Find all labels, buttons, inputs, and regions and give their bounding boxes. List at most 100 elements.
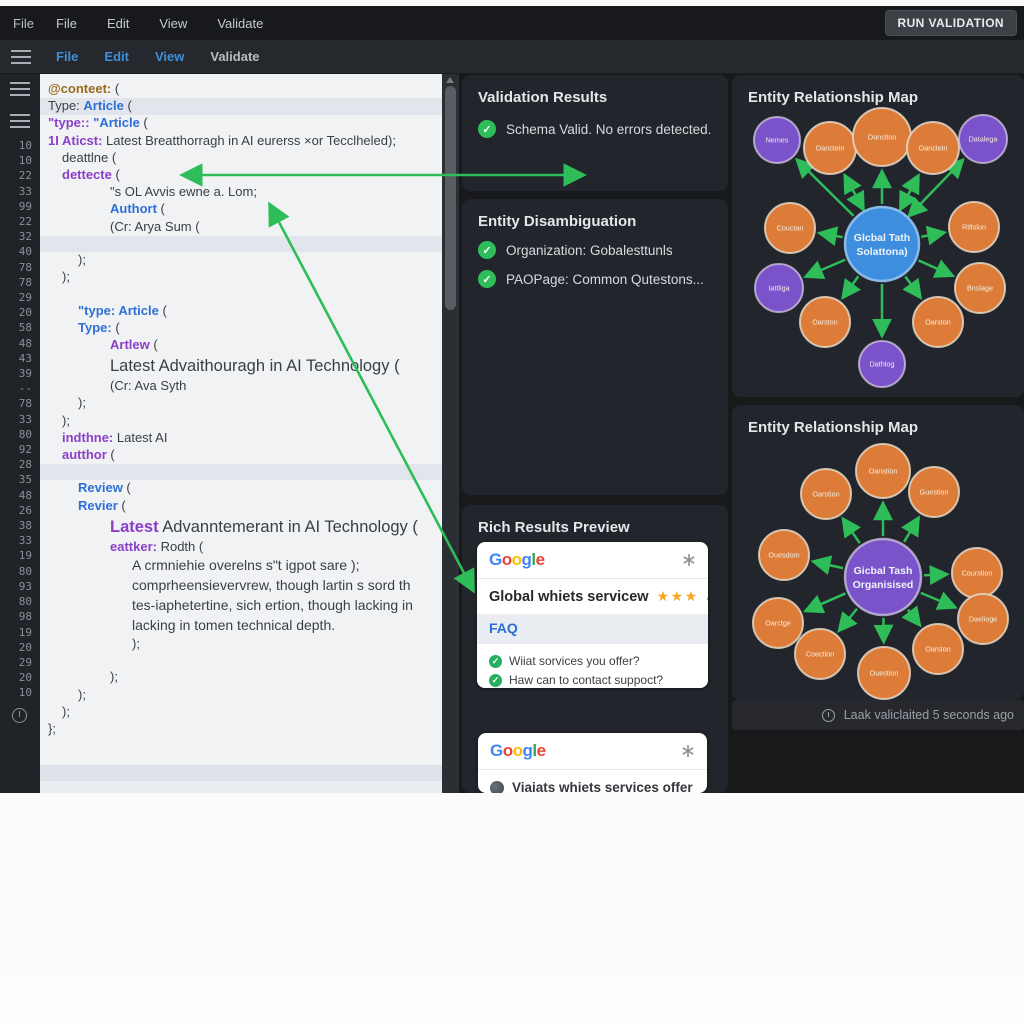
panel-title: Validation Results [478,89,608,106]
faq-item[interactable]: ✓Wiiat sorvices you offer? [489,654,696,668]
hamburger-menu-icon[interactable] [11,50,31,64]
map-node[interactable] [958,114,1008,164]
map-edge [923,565,950,585]
code-token: indthne: [62,429,114,445]
code-line[interactable]: deattlne ( [40,150,442,167]
code-line[interactable]: }; [40,721,442,738]
hamburger-menu-icon[interactable] [10,82,30,96]
code-line[interactable]: Type: ( [40,320,442,337]
map-node[interactable] [794,628,846,680]
menu-item-edit[interactable]: Edit [106,15,130,31]
map-node[interactable] [957,593,1009,645]
window-file-menu[interactable]: File [13,15,34,31]
map-node[interactable] [857,646,911,700]
code-editor[interactable]: @conteet: (Type: Article ("type:: "Artic… [40,74,442,793]
code-line[interactable]: Latest Advaithouragh in AI Technology ( [40,354,442,378]
asterisk-icon[interactable] [681,744,695,758]
map-node[interactable] [754,263,804,313]
menu-item-view[interactable]: View [159,15,188,31]
code-line[interactable]: dettecte ( [40,167,442,184]
map-node[interactable] [912,623,964,675]
code-line[interactable]: A crmniehie overelns s"t igpot sare ); [40,556,442,576]
code-line[interactable] [40,286,442,302]
line-number: 10 [18,686,32,700]
map-node[interactable] [906,121,960,175]
code-line[interactable]: ); [40,395,442,412]
code-line[interactable]: comprheensievervrew, though lartin s sor… [40,576,442,596]
code-line[interactable]: ); [40,687,442,704]
code-line[interactable]: Review ( [40,480,442,497]
asterisk-icon[interactable] [682,553,696,567]
map-center-node[interactable] [843,537,923,617]
code-line[interactable]: "type:: "Article ( [40,115,442,132]
menu-item-edit[interactable]: Edit [104,49,129,64]
code-line[interactable]: (Cr: Ava Syth [40,378,442,395]
menu-item-file[interactable]: File [56,49,79,64]
faq-item[interactable]: ✓Haw can to contact suppoct? [489,673,696,687]
scroll-up-icon[interactable] [446,77,454,83]
code-line[interactable] [40,653,442,669]
code-line[interactable]: ); [40,704,442,721]
rich-results-panel: Rich Results Preview Google Global whiet… [462,505,728,793]
map-node[interactable] [858,340,906,388]
code-line[interactable]: Type: Article ( [40,98,442,116]
code-line[interactable] [40,235,442,253]
code-line[interactable]: Latest Advanntemerant in AI Technology ( [40,515,442,539]
map-node[interactable] [912,296,964,348]
map-node[interactable] [954,262,1006,314]
menu-item-file[interactable]: File [56,15,77,31]
menu-item-validate[interactable]: Validate [217,15,264,31]
disambiguation-items: ✓Organization: Gobalesttunls✓PAOPage: Co… [462,241,728,288]
editor-scrollbar[interactable] [442,74,459,793]
hamburger-menu-icon[interactable] [10,114,30,128]
validation-item: ✓Schema Valid. No errors detected. [462,120,728,138]
map-node-label: Nemes [766,136,789,145]
map-node[interactable] [764,202,816,254]
menu-item-validate[interactable]: Validate [210,49,260,64]
disambiguation-item: ✓PAOPage: Common Qutestons... [462,270,728,288]
map-node[interactable] [908,466,960,518]
code-line[interactable]: ); [40,269,442,286]
code-line[interactable]: indthne: Latest AI [40,430,442,447]
map-node[interactable] [753,116,801,164]
map-node[interactable] [758,529,810,581]
code-line[interactable]: (Cr: Arya Sum ( [40,219,442,236]
code-line[interactable] [40,464,442,481]
code-line[interactable]: ); [40,413,442,430]
menu-item-view[interactable]: View [154,49,185,64]
code-line[interactable]: lacking in tomen technical depth. [40,616,442,636]
map-node[interactable] [948,201,1000,253]
scrollbar-thumb[interactable] [445,86,456,310]
map-node[interactable] [800,468,852,520]
code-line[interactable]: @conteet: ( [40,81,442,98]
map-node[interactable] [799,296,851,348]
check-icon: ✓ [478,241,496,259]
code-line[interactable]: eattker: Rodth ( [40,539,442,556]
code-line[interactable]: ); [40,636,442,653]
code-line[interactable]: Authort ( [40,201,442,218]
panel-title: Entity Relationship Map [748,419,919,436]
google-preview-card: Google Global whiets servicew ★★★ 4,5 [477,542,708,688]
map-edge [810,555,844,576]
run-validation-button[interactable]: RUN VALIDATION [884,10,1017,36]
code-line[interactable]: "s OL Avvis ewne a. Lom; [40,184,442,201]
code-line[interactable]: 1I Aticst: Latest Breatthorragh in AI eu… [40,133,442,150]
code-line[interactable]: autthor ( [40,447,442,464]
result-title[interactable]: Viaiats whiets services offer [512,780,693,793]
code-line[interactable]: ); [40,252,442,269]
clock-icon[interactable] [12,708,27,723]
code-line[interactable]: Revier ( [40,498,442,515]
result-row: Viaiats whiets services offer [478,770,707,793]
map-center-node[interactable] [843,205,921,283]
result-title[interactable]: Global whiets servicew [489,588,649,605]
code-line[interactable]: "type: Article ( [40,303,442,320]
code-line[interactable]: tes-iaphetertine, sich ertion, though la… [40,596,442,616]
map-node[interactable] [855,443,911,499]
check-icon: ✓ [489,654,502,668]
code-line[interactable]: Artlew ( [40,337,442,354]
faq-label[interactable]: FAQ [489,620,518,636]
map-node[interactable] [752,597,804,649]
code-line[interactable]: ); [40,669,442,686]
line-number: 98 [18,610,32,624]
